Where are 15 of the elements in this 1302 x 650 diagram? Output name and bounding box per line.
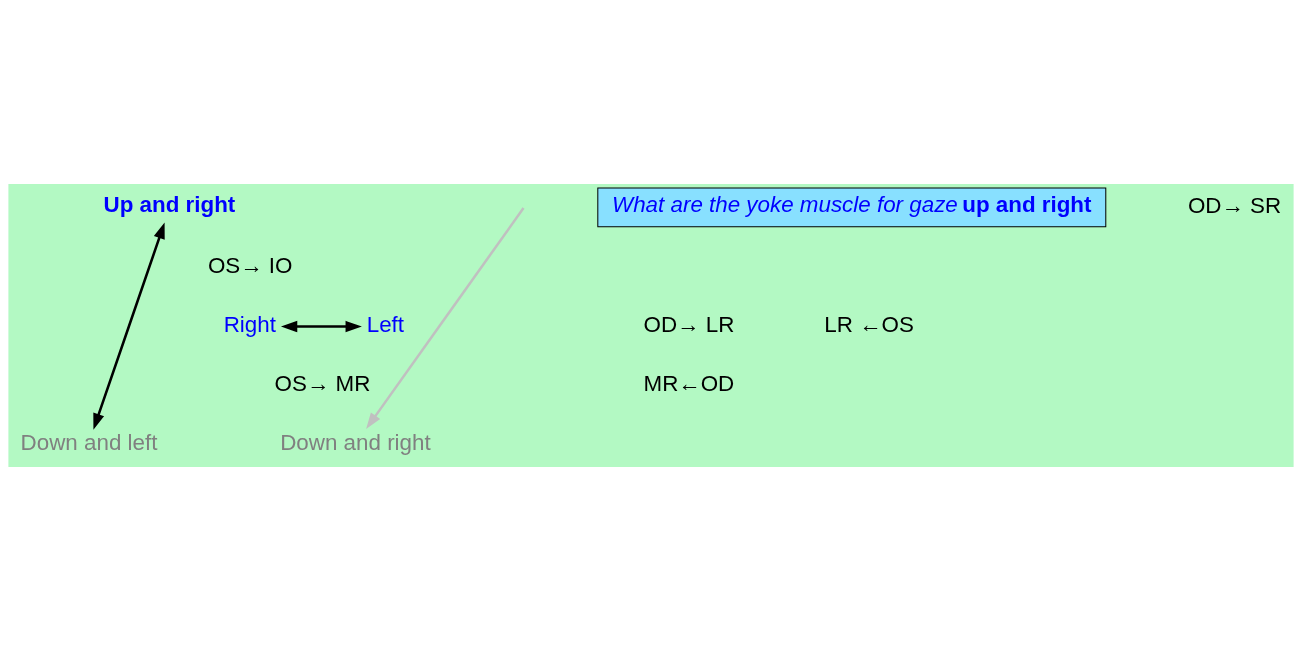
- label: MR←OD: [643, 370, 735, 396]
- node-text: Right: [223, 311, 276, 337]
- label: OD→ SR: [1187, 192, 1282, 218]
- arrow: [93, 221, 165, 430]
- node-text: Down and left: [20, 429, 158, 455]
- label: OD→ LR: [643, 311, 735, 337]
- label: OS→ IO: [207, 252, 293, 278]
- node-text: Up and right: [103, 191, 236, 217]
- label: LR ←OS: [824, 311, 914, 337]
- arrow: [280, 320, 362, 332]
- node-box: What are the yoke muscle for gaze up and right: [597, 187, 1107, 227]
- node-text: Down and right: [280, 429, 431, 455]
- arrow: [366, 206, 525, 429]
- node-text: Left: [366, 311, 405, 337]
- label: OS→ MR: [274, 370, 371, 396]
